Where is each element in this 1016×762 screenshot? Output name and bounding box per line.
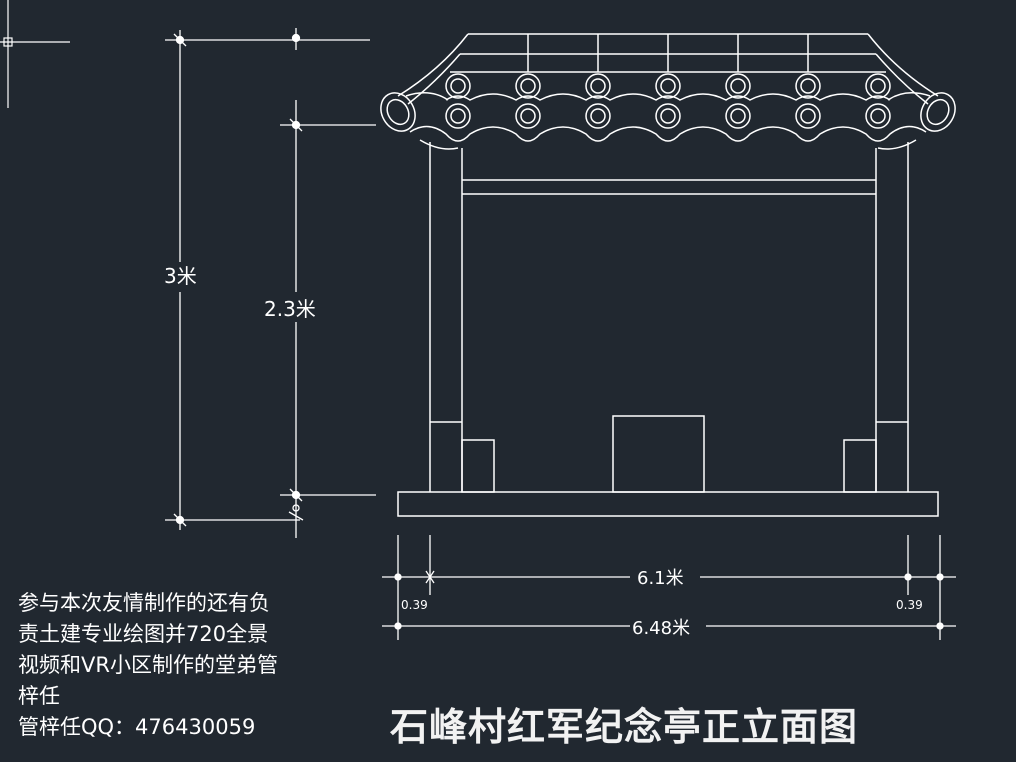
roof-tiles-upper (445, 73, 891, 101)
credits-line: 管梓任QQ：476430059 (18, 715, 256, 739)
dimension-column-height (280, 28, 376, 538)
credits-note: 参与本次友情制作的还有负 责土建专业绘图并720全景 视频和VR小区制作的堂弟管… (18, 588, 368, 743)
dimension-label-total-height: 3米 (164, 264, 197, 288)
dimension-label-inner-width: 6.1米 (637, 568, 684, 589)
pavilion-elevation (380, 33, 956, 517)
dimension-label-left-offset: 0.39 (401, 598, 428, 612)
pavilion-base (397, 491, 939, 517)
roof-tiles-lower (409, 103, 927, 150)
dimension-widths (382, 535, 956, 640)
credits-line: 视频和VR小区制作的堂弟管 (18, 653, 278, 677)
roof-end-tile-left (380, 92, 449, 132)
roof-end-tile-right (887, 92, 956, 132)
credits-line: 责土建专业绘图并720全景 (18, 622, 269, 646)
credits-line: 参与本次友情制作的还有负 (18, 591, 270, 615)
dimension-label-outer-width: 6.48米 (632, 618, 690, 639)
credits-line: 梓任 (18, 684, 60, 708)
dimension-label-column-height: 2.3米 (264, 297, 316, 321)
dimension-total-height (165, 30, 370, 530)
dimension-label-right-offset: 0.39 (896, 598, 923, 612)
ucs-crosshair-icon (0, 0, 70, 108)
memorial-tablet (612, 415, 705, 493)
drawing-title: 石峰村红军纪念亭正立面图 (390, 704, 859, 749)
